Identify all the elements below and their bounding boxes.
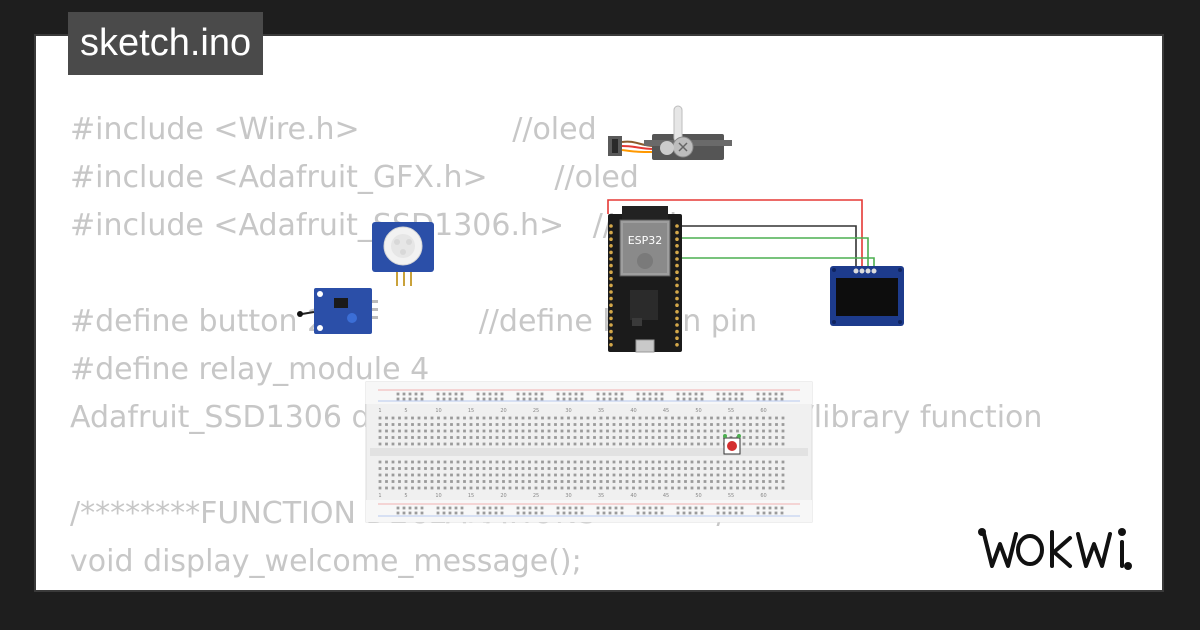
code-line: #include <Adafruit_GFX.h> //oled (70, 160, 639, 195)
pushbutton[interactable] (723, 434, 741, 455)
bottom-column-number: 35 (598, 493, 604, 499)
top-column-number: 40 (630, 408, 636, 414)
wokwi-logo-icon (978, 528, 1132, 570)
top-column-number: 10 (435, 408, 441, 414)
esp32-label: ESP32 (628, 234, 663, 247)
bottom-column-number: 25 (533, 493, 539, 499)
top-column-number: 5 (404, 408, 407, 414)
bottom-column-number: 20 (500, 493, 506, 499)
bottom-column-number: 40 (630, 493, 636, 499)
ntc-sensor-module[interactable] (297, 288, 378, 334)
bottom-column-number: 55 (728, 493, 734, 499)
esp32-board[interactable]: ESP32 (608, 206, 682, 353)
top-column-number: 50 (695, 408, 701, 414)
bottom-column-number: 60 (760, 493, 766, 499)
wire-ground[interactable] (678, 225, 857, 270)
code-line: #include <Wire.h> //oled (70, 112, 597, 147)
bottom-column-number: 1 (378, 493, 381, 499)
bottom-column-number: 5 (404, 493, 407, 499)
sketch-filename: sketch.ino (68, 12, 264, 75)
bottom-column-number: 10 (435, 493, 441, 499)
code-line: #define relay_module 4 (70, 352, 430, 387)
pir-sensor-icon[interactable] (372, 222, 434, 286)
oled-display[interactable] (830, 266, 904, 326)
servo-motor-icon[interactable] (608, 105, 732, 160)
bottom-column-number: 50 (695, 493, 701, 499)
top-column-number: 35 (598, 408, 604, 414)
wire-power[interactable] (607, 199, 863, 270)
breadboard-holes (378, 392, 785, 515)
top-column-number: 55 (728, 408, 734, 414)
top-column-number: 1 (378, 408, 381, 414)
wire-sda[interactable] (678, 237, 869, 270)
bottom-column-number: 30 (565, 493, 571, 499)
top-column-number: 60 (760, 408, 766, 414)
esp32-pin-headers (609, 224, 679, 347)
top-column-number: 20 (500, 408, 506, 414)
top-column-number: 15 (468, 408, 474, 414)
bottom-column-number: 15 (468, 493, 474, 499)
code-line: void display_welcome_message(); (70, 544, 582, 579)
top-column-number: 25 (533, 408, 539, 414)
bottom-column-number: 45 (663, 493, 669, 499)
top-column-number: 45 (663, 408, 669, 414)
top-column-number: 30 (565, 408, 571, 414)
